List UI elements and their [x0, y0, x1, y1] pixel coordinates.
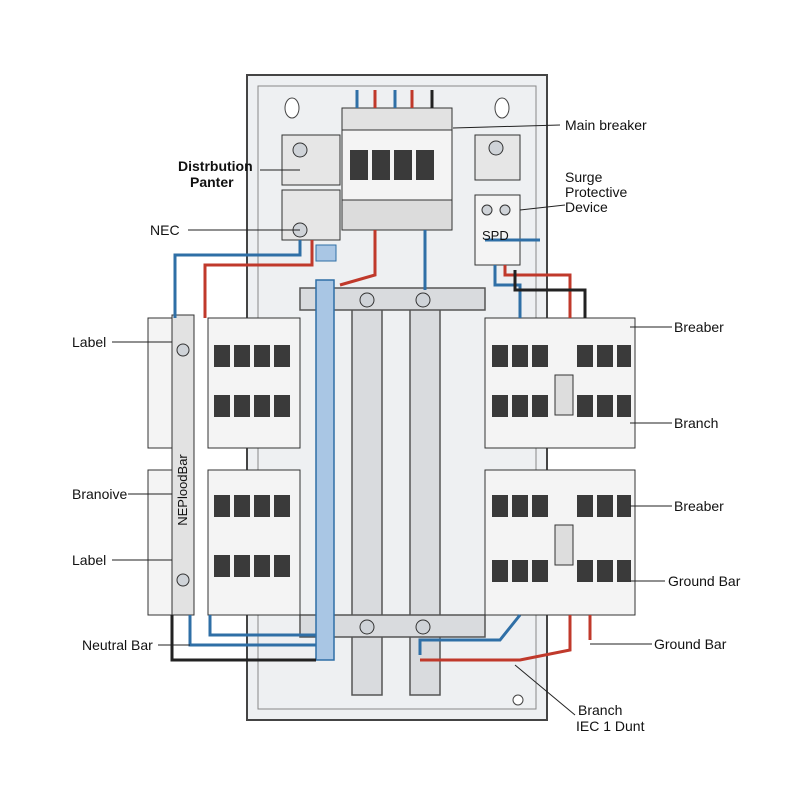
surge-protective-device	[474, 194, 521, 266]
label-neutral-bar: Neutral Bar	[82, 637, 153, 653]
label-vertical-bar: NEPloodBar	[175, 454, 190, 526]
wire	[418, 614, 522, 655]
wire	[203, 240, 314, 318]
mounting-hole	[284, 97, 300, 119]
bottom-crossbar	[299, 614, 486, 638]
label-distribution-line2: Panter	[190, 174, 234, 190]
wire	[339, 230, 377, 287]
wire	[513, 270, 587, 318]
label-nec: NEC	[150, 222, 180, 238]
label-main-breaker: Main breaker	[565, 117, 647, 133]
blue-neutral-bar	[315, 279, 335, 661]
main-breaker	[341, 107, 453, 231]
label-label-bottom: Label	[72, 552, 107, 568]
wire	[503, 265, 572, 318]
label-surge-line2: Protective	[565, 184, 628, 200]
wire	[208, 615, 316, 637]
left-terminal-block	[281, 134, 341, 241]
wire	[420, 615, 572, 662]
right-breaker-group-upper	[484, 317, 636, 449]
right-terminal-block	[474, 134, 521, 181]
mounting-hole	[512, 694, 524, 706]
top-crossbar	[299, 287, 486, 311]
label-surge-line1: Surge	[565, 169, 603, 185]
wire	[170, 615, 316, 662]
label-branch-right: Branch	[674, 415, 719, 431]
label-distribution-line1: Distrbution	[178, 158, 253, 174]
label-surge-line3: Device	[565, 199, 608, 215]
label-branoive: Branoive	[72, 486, 128, 502]
label-ground-bar-1: Ground Bar	[668, 573, 741, 589]
wire	[493, 265, 522, 318]
left-breaker-group-upper	[147, 317, 301, 449]
wire	[173, 240, 302, 318]
label-ground-bar-2: Ground Bar	[654, 636, 727, 652]
blue-connector	[315, 244, 337, 262]
label-branch-bottom-line2: IEC 1 Dunt	[576, 718, 645, 734]
left-breaker-group-lower	[147, 469, 301, 616]
right-breaker-group-lower	[484, 469, 636, 616]
left-vertical-bar	[171, 314, 195, 616]
mounting-hole	[494, 97, 510, 119]
label-label-top: Label	[72, 334, 107, 350]
label-breaber-mid: Breaber	[674, 498, 724, 514]
label-breaber-top: Breaber	[674, 319, 724, 335]
label-branch-bottom-line1: Branch	[578, 702, 623, 718]
label-spd: SPD	[482, 228, 509, 243]
